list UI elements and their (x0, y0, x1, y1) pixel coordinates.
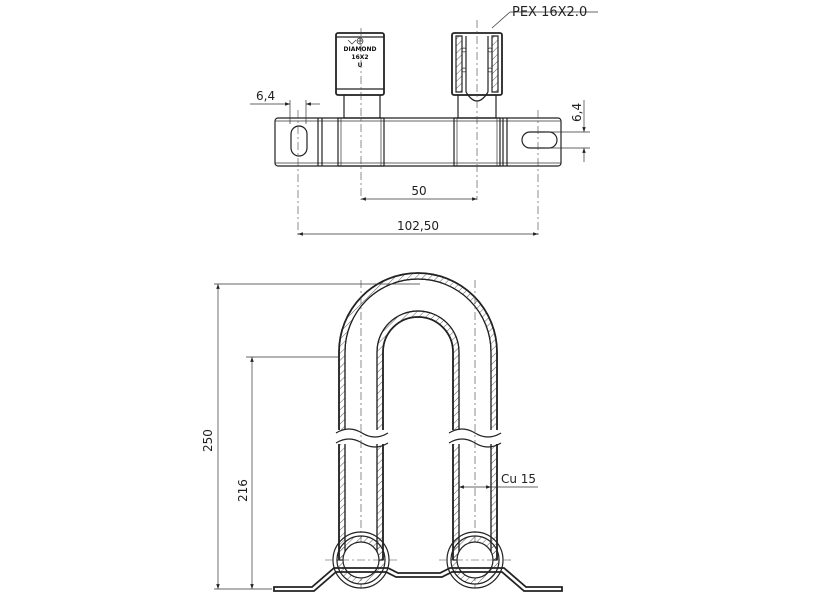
dim-total-height: 250 (201, 429, 215, 452)
fitting-size-label: 16X2 (351, 54, 368, 61)
dim-right-offset: 6,4 (570, 103, 584, 122)
fitting-brand-label: DIAMOND (344, 46, 377, 53)
u-pipe-inner (382, 316, 454, 560)
diamond-icon (356, 37, 364, 45)
fitting-mark-label: U (358, 62, 363, 69)
mounting-bracket (273, 567, 563, 592)
bracket-bar (274, 117, 562, 167)
dim-spacing: 50 (411, 184, 426, 198)
dim-overall-width: 102,50 (397, 219, 439, 233)
dim-left-offset: 6,4 (256, 89, 275, 103)
front-view: 250 216 Cu 15 (201, 272, 563, 592)
press-sleeve (335, 32, 385, 96)
dim-pipe-height: 216 (236, 479, 250, 502)
pipe-material-label: Cu 15 (501, 472, 536, 486)
right-slot (521, 131, 558, 149)
pex-label: PEX 16X2.0 (512, 5, 587, 20)
left-slot (290, 125, 308, 157)
top-view: DIAMOND 16X2 U PEX 16X2.0 6,4 (250, 5, 598, 238)
